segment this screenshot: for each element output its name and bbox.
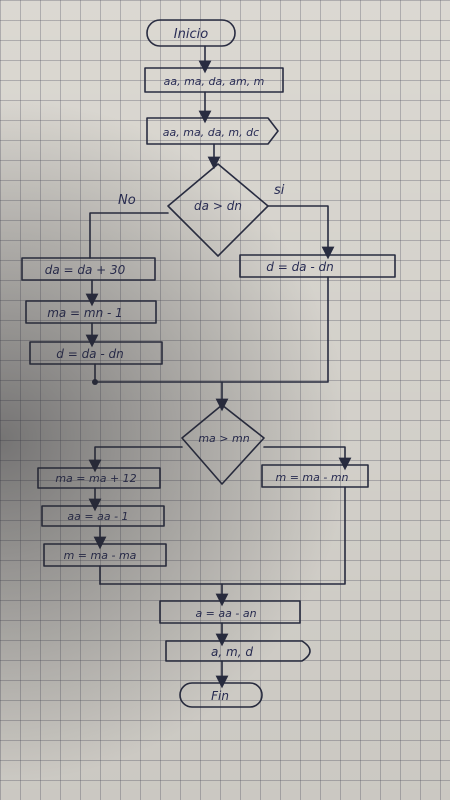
decision1-label: da > dn — [194, 199, 242, 213]
decision2-label: ma > mn — [198, 432, 249, 445]
merge-line-2 — [99, 486, 346, 585]
end-label: Fin — [211, 689, 229, 703]
no-branch-label: No — [118, 193, 136, 208]
merge-line-1 — [94, 276, 329, 383]
si-branch-line — [267, 205, 335, 260]
no-step1-label: da = da + 30 — [45, 263, 126, 277]
si-branch-label: si — [274, 183, 285, 198]
si-branch-2-line — [263, 446, 352, 471]
read-label: aa, ma, da, m, dc — [163, 126, 259, 139]
no-branch-2-line — [88, 446, 183, 473]
no-step2-label: ma = mn - 1 — [47, 306, 123, 320]
no2-step2-label: aa = aa - 1 — [67, 510, 128, 523]
no-step3-label: d = da - dn — [56, 347, 123, 361]
si2-step1-label: m = ma - mn — [275, 471, 348, 484]
no-branch-line — [89, 212, 169, 259]
start-label: Inicio — [174, 27, 208, 42]
no2-step3-label: m = ma - ma — [64, 549, 137, 562]
si-step1-label: d = da - dn — [266, 260, 333, 274]
output-label: a, m, d — [211, 645, 253, 659]
input-label: aa, ma, da, am, m — [164, 75, 265, 88]
final-calc-label: a = aa - an — [195, 607, 256, 620]
no2-step1-label: ma = ma + 12 — [55, 472, 136, 485]
